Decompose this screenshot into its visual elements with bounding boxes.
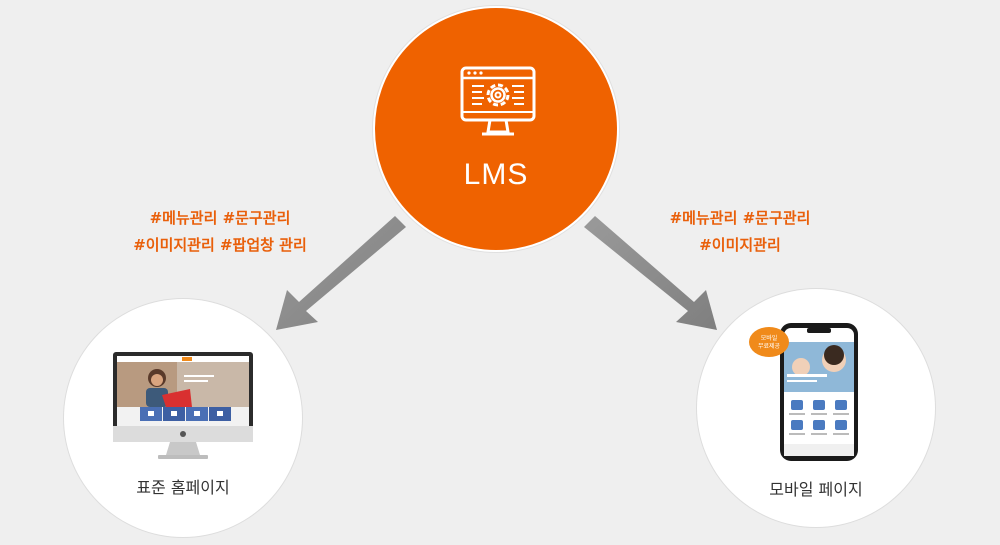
smartphone-icon [780, 323, 858, 461]
monitor-gear-icon [460, 66, 536, 136]
mobile-page-features: #메뉴관리 #문구관리 #이미지관리 [640, 205, 840, 259]
badge-line-1: 모바일 [760, 335, 778, 342]
mobile-page-node: 모바일 무료제공 모바일 페이지 [697, 289, 935, 527]
lms-hub: LMS [373, 6, 619, 252]
standard-homepage-caption: 표준 홈페이지 [136, 478, 230, 497]
mobile-page-caption: 모바일 페이지 [769, 480, 863, 499]
mobile-free-badge: 모바일 무료제공 [749, 327, 789, 357]
mobile-feature-line-1: #메뉴관리 #문구관리 [669, 209, 811, 227]
standard-feature-line-1: #메뉴관리 #문구관리 [149, 209, 291, 227]
left-arrow [276, 216, 406, 330]
mobile-feature-line-2: #이미지관리 [699, 236, 781, 254]
desktop-monitor-icon [113, 352, 253, 459]
standard-feature-line-2: #이미지관리 #팝업창 관리 [133, 236, 307, 254]
standard-homepage-node: 표준 홈페이지 [64, 299, 302, 537]
badge-line-2: 무료제공 [757, 343, 781, 350]
right-arrow [584, 216, 717, 330]
standard-page-features: #메뉴관리 #문구관리 #이미지관리 #팝업창 관리 [100, 205, 340, 259]
hub-label: LMS [463, 158, 529, 191]
